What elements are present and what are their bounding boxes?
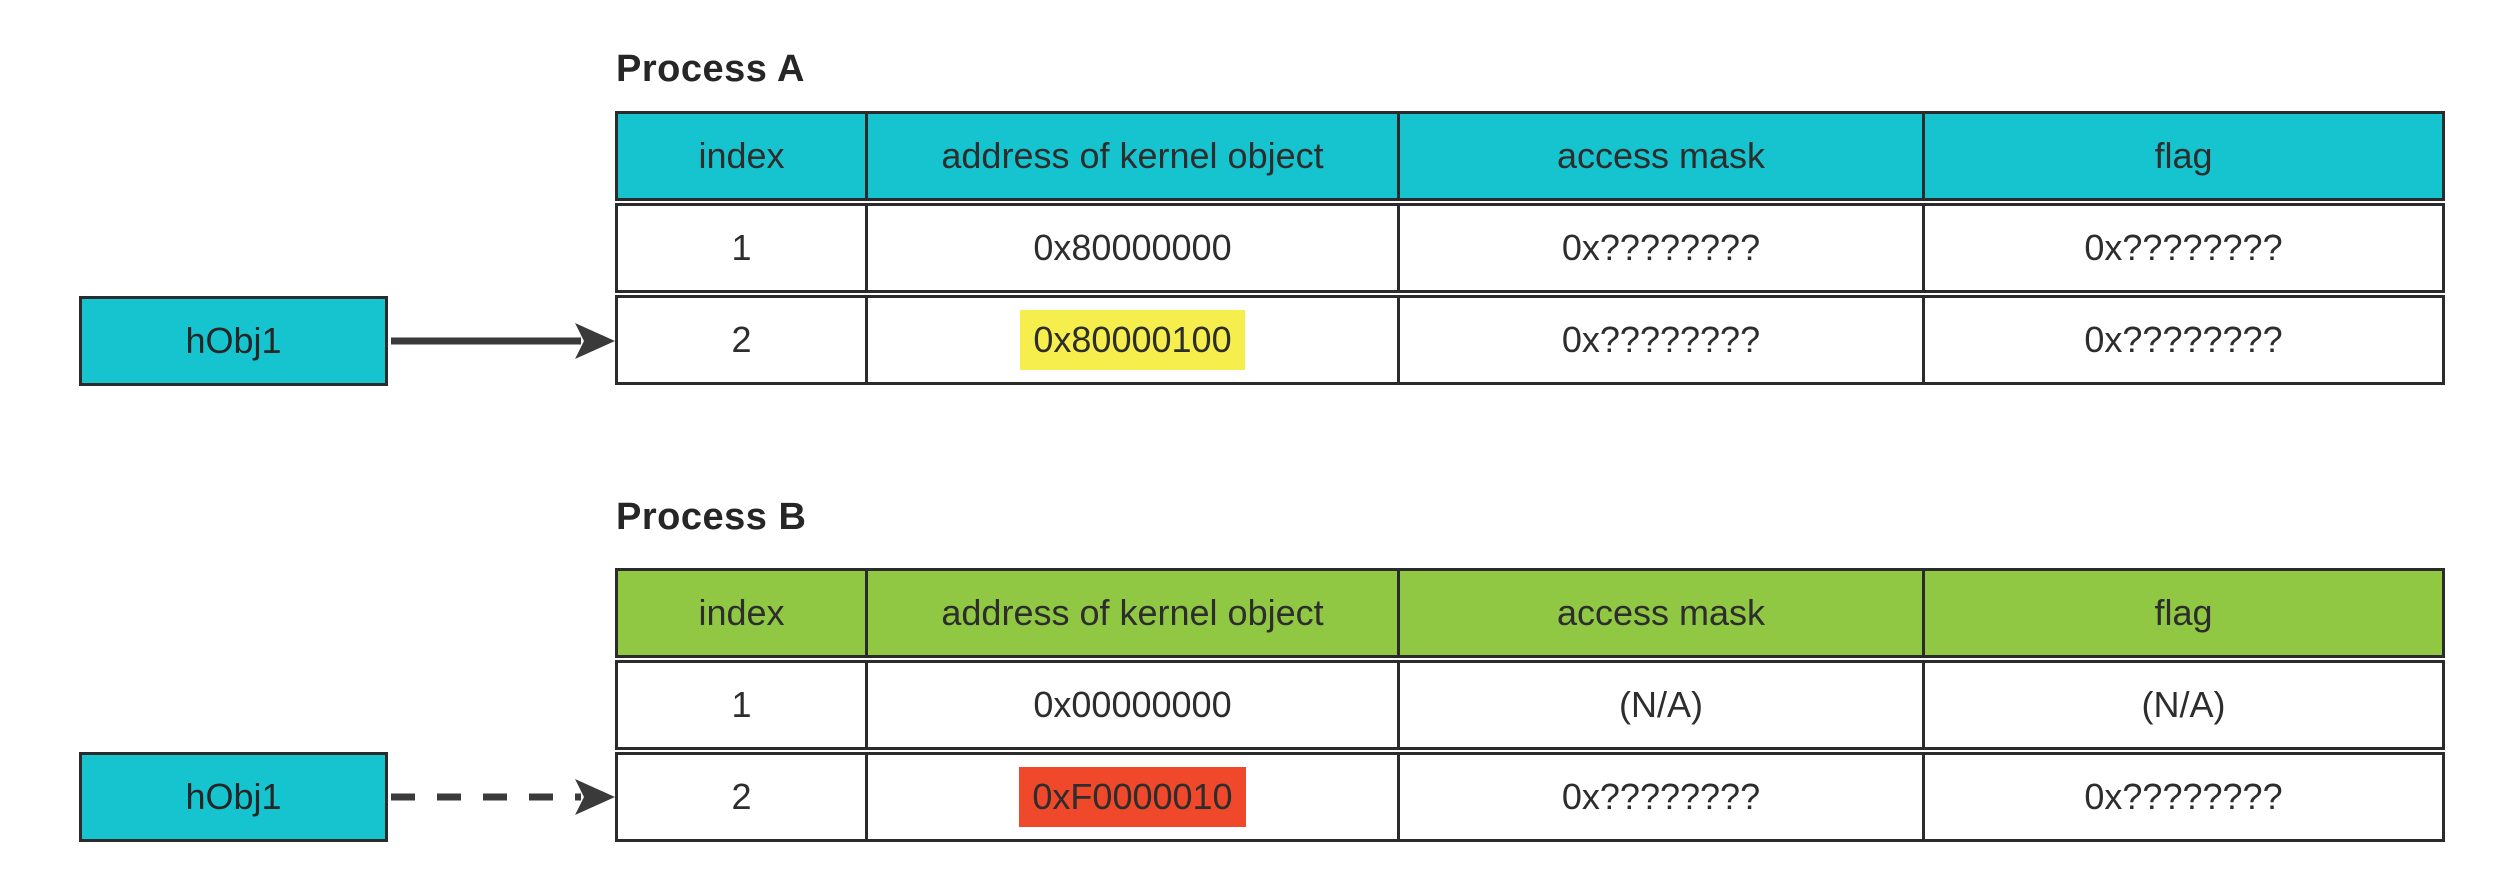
cell-access-mask: 0x???????? bbox=[1397, 755, 1922, 839]
hobj1-box-process-a: hObj1 bbox=[79, 296, 388, 386]
process-b-title: Process B bbox=[616, 496, 807, 538]
solid-arrow bbox=[391, 323, 615, 359]
dashed-arrow bbox=[391, 779, 615, 815]
process-a-table: index address of kernel object access ma… bbox=[615, 111, 2445, 385]
cell-address: 0xF0000010 bbox=[865, 755, 1397, 839]
cell-access-mask: 0x???????? bbox=[1397, 298, 1922, 382]
cell-index: 2 bbox=[731, 319, 752, 360]
hobj1-label: hObj1 bbox=[185, 776, 282, 817]
cell-address: 0x00000000 bbox=[865, 663, 1397, 747]
hobj1-box-process-b: hObj1 bbox=[79, 752, 388, 842]
highlighted-address-red: 0xF0000010 bbox=[1019, 767, 1246, 827]
process-b-table: index address of kernel object access ma… bbox=[615, 568, 2445, 842]
table-row: 2 0x80000100 0x???????? 0x???????? bbox=[615, 295, 2445, 385]
highlighted-address-yellow: 0x80000100 bbox=[1020, 310, 1245, 370]
table-row: 1 0x00000000 (N/A) (N/A) bbox=[615, 660, 2445, 750]
process-a-header-row: index address of kernel object access ma… bbox=[615, 111, 2445, 201]
header-cell-flag: flag bbox=[1922, 114, 2442, 198]
table-row: 1 0x80000000 0x???????? 0x???????? bbox=[615, 203, 2445, 293]
cell-access-mask: 0x???????? bbox=[1397, 206, 1922, 290]
cell-index: 2 bbox=[731, 776, 752, 817]
header-cell-index: index bbox=[698, 135, 785, 176]
process-b-header-row: index address of kernel object access ma… bbox=[615, 568, 2445, 658]
header-cell-access-mask: access mask bbox=[1397, 571, 1922, 655]
cell-flag: 0x???????? bbox=[1922, 206, 2442, 290]
cell-flag: 0x???????? bbox=[1922, 298, 2442, 382]
hobj1-label: hObj1 bbox=[185, 320, 282, 361]
table-row: 2 0xF0000010 0x???????? 0x???????? bbox=[615, 752, 2445, 842]
header-cell-index: index bbox=[698, 592, 785, 633]
process-a-title: Process A bbox=[616, 48, 805, 90]
header-cell-flag: flag bbox=[1922, 571, 2442, 655]
cell-flag: (N/A) bbox=[1922, 663, 2442, 747]
header-cell-access-mask: access mask bbox=[1397, 114, 1922, 198]
cell-address: 0x80000000 bbox=[865, 206, 1397, 290]
cell-address: 0x80000100 bbox=[865, 298, 1397, 382]
cell-index: 1 bbox=[731, 684, 752, 725]
cell-index: 1 bbox=[731, 227, 752, 268]
cell-access-mask: (N/A) bbox=[1397, 663, 1922, 747]
cell-flag: 0x???????? bbox=[1922, 755, 2442, 839]
header-cell-address: address of kernel object bbox=[865, 571, 1397, 655]
header-cell-address: address of kernel object bbox=[865, 114, 1397, 198]
